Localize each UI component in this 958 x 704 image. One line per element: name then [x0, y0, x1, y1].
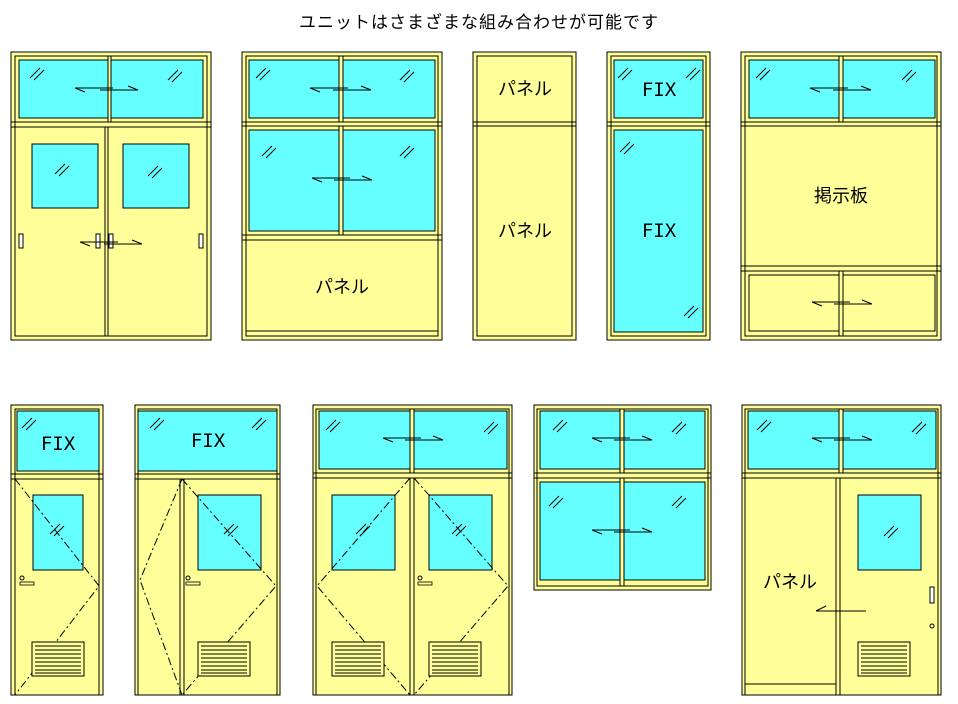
page-title: ユニットはさまざまな組み合わせが可能です — [299, 13, 659, 33]
panel-label: パネル — [498, 79, 552, 100]
panel-label: パネル — [498, 221, 552, 242]
unit-3-panel: パネル パネル — [472, 51, 577, 341]
unit-9-window — [533, 404, 712, 591]
unit-8-double-swing — [312, 404, 513, 696]
unit-4-fix: FIX FIX — [606, 51, 711, 341]
glass-pane — [110, 59, 204, 119]
unit-5-board: 掲示板 — [740, 51, 942, 341]
unit-2-window-panel: パネル — [241, 51, 443, 341]
board-label: 掲示板 — [814, 186, 868, 207]
panel-label: パネル — [763, 572, 817, 593]
panel-label: パネル — [315, 277, 369, 298]
door-window — [122, 143, 190, 209]
unit-7-door-side-leaf: FIX — [134, 404, 281, 696]
fix-label: FIX — [642, 220, 677, 242]
unit-1-double-door — [10, 51, 212, 341]
glass-pane — [18, 59, 109, 119]
fix-label: FIX — [191, 430, 226, 452]
door-window — [31, 143, 99, 209]
unit-10-panel-door: パネル — [741, 404, 942, 696]
unit-6-single-door: FIX — [10, 404, 104, 696]
fix-label: FIX — [41, 433, 76, 455]
fix-label: FIX — [642, 79, 677, 101]
